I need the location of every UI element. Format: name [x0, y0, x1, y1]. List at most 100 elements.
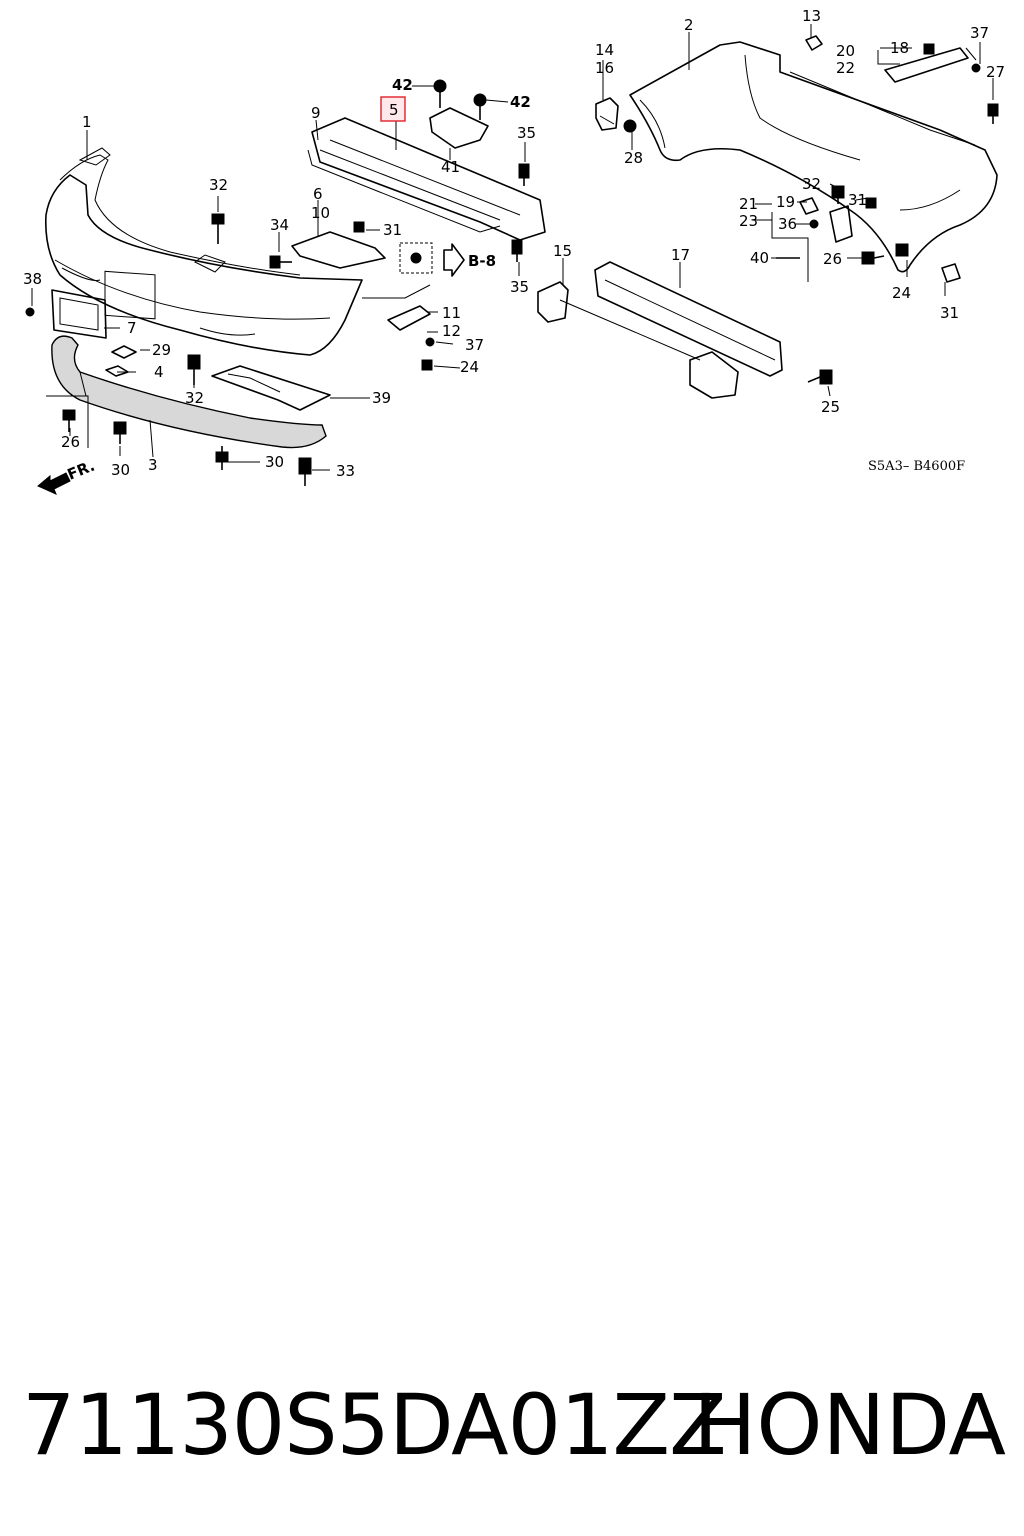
bracket-41 — [429, 107, 489, 149]
label-35-a: 35 — [517, 124, 536, 142]
label-4: 4 — [154, 363, 164, 381]
label-29: 29 — [152, 341, 171, 359]
rear-clip-19 — [799, 197, 819, 215]
reference-box-b8: B-8 — [399, 242, 496, 277]
clip-31-front — [353, 221, 365, 233]
label-31-front: 31 — [383, 221, 402, 239]
rear-clip-13 — [805, 35, 823, 51]
rear-bumper-face — [629, 41, 998, 273]
label-28: 28 — [624, 149, 643, 167]
label-37-front: 37 — [465, 336, 484, 354]
label-32-a: 32 — [209, 176, 228, 194]
label-32-c: 32 — [802, 175, 821, 193]
nut-42-b — [473, 93, 487, 120]
clip-33 — [298, 457, 312, 486]
label-21: 21 — [739, 195, 758, 213]
bolt-34 — [269, 255, 292, 269]
rear-upper-bracket-22 — [884, 47, 969, 83]
rear-clip-31 — [941, 263, 961, 283]
label-35-b: 35 — [510, 278, 529, 296]
brand-name: HONDA — [693, 1376, 1006, 1474]
label-31-rear-a: 31 — [848, 191, 867, 209]
label-23: 23 — [739, 212, 758, 230]
label-18: 18 — [890, 39, 909, 57]
rear-bumper-beam — [537, 261, 783, 399]
label-30-a: 30 — [111, 461, 130, 479]
clip-4 — [105, 365, 129, 377]
screw-38 — [25, 307, 35, 317]
label-16: 16 — [595, 59, 614, 77]
label-13: 13 — [802, 7, 821, 25]
label-39: 39 — [372, 389, 391, 407]
label-2: 2 — [684, 16, 694, 34]
label-20: 20 — [836, 42, 855, 60]
side-spacer-10 — [291, 231, 386, 269]
label-26-rear: 26 — [823, 250, 842, 268]
nut-42-a — [433, 79, 447, 108]
label-24-rear: 24 — [892, 284, 911, 302]
highlight-box-5 — [380, 96, 406, 122]
front-bumper-face — [44, 147, 363, 356]
license-plate-bracket — [51, 289, 107, 339]
label-1: 1 — [82, 113, 92, 131]
bolt-25 — [807, 369, 833, 385]
clip-18 — [923, 43, 935, 55]
label-6: 6 — [313, 185, 323, 203]
label-22: 22 — [836, 59, 855, 77]
part-labels: 1 2 3 4 5 6 7 9 10 11 12 13 14 15 16 17 … — [23, 7, 1005, 480]
label-40: 40 — [750, 249, 769, 267]
clip-32-rear — [831, 185, 845, 204]
ref-b8-label: B-8 — [468, 252, 496, 270]
lower-bracket-39 — [211, 365, 331, 411]
label-32-b: 32 — [185, 389, 204, 407]
label-14: 14 — [595, 41, 614, 59]
front-bumper-beam — [311, 117, 546, 241]
label-10: 10 — [311, 204, 330, 222]
bolt-27 — [987, 103, 999, 124]
clip-26-front — [62, 409, 76, 432]
label-26-front: 26 — [61, 433, 80, 451]
label-31-rear-b: 31 — [940, 304, 959, 322]
label-37-rear: 37 — [970, 24, 989, 42]
parts-diagram: B-8 — [23, 7, 1005, 495]
label-7: 7 — [127, 319, 137, 337]
bolt-26-rear — [861, 251, 885, 265]
label-34: 34 — [270, 216, 289, 234]
nut-28 — [623, 119, 637, 133]
label-25: 25 — [821, 398, 840, 416]
label-41: 41 — [441, 158, 460, 176]
label-5: 5 — [389, 101, 399, 119]
bolt-35-a — [518, 163, 530, 186]
clip-30-a — [113, 421, 127, 444]
front-lower-spoiler — [51, 335, 327, 449]
label-36: 36 — [778, 215, 797, 233]
label-11: 11 — [442, 304, 461, 322]
label-17: 17 — [671, 246, 690, 264]
label-19: 19 — [776, 193, 795, 211]
label-42-a: 42 — [392, 76, 413, 94]
clip-30-b — [215, 446, 229, 470]
screw-36 — [809, 219, 819, 229]
leader-lines — [31, 24, 994, 471]
label-12: 12 — [442, 322, 461, 340]
part-number: 71130S5DA01ZZ — [22, 1376, 727, 1474]
label-3: 3 — [148, 456, 158, 474]
absorber-9 — [307, 149, 501, 233]
label-33: 33 — [336, 462, 355, 480]
front-marker-label: FR. — [65, 457, 98, 484]
bolt-24-rear — [895, 243, 909, 257]
label-38: 38 — [23, 270, 42, 288]
diagram-code: S5A3– B4600F — [868, 459, 965, 474]
screw-37-front — [425, 337, 435, 347]
label-30-b: 30 — [265, 453, 284, 471]
front-direction-marker: FR. — [37, 457, 98, 495]
clip-29 — [111, 345, 137, 359]
clip-31-rear — [865, 197, 877, 209]
label-24-front: 24 — [460, 358, 479, 376]
label-27: 27 — [986, 63, 1005, 81]
rear-side-bracket-16 — [595, 97, 619, 131]
label-42-b: 42 — [510, 93, 531, 111]
screw-37-rear — [971, 63, 981, 73]
label-9: 9 — [311, 104, 321, 122]
bracket-11 — [387, 305, 431, 331]
